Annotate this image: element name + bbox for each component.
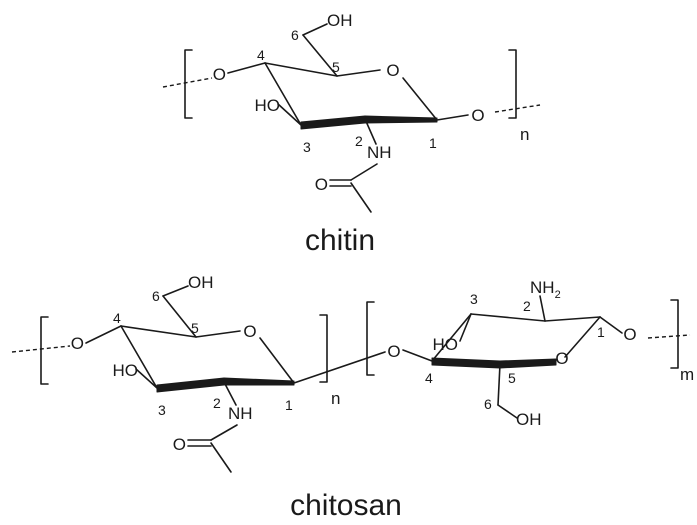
chitosan-b-carbon-3: 3 — [470, 291, 478, 307]
chitin-bond-o1-c4 — [227, 62, 266, 74]
chitosan-a-atom-ring-o: O — [243, 322, 256, 341]
chitin-repeat-n: n — [520, 125, 529, 144]
chitosan-a-bond-cco-me — [210, 442, 232, 473]
chitosan-b-atom-nh2-sub: 2 — [555, 289, 561, 301]
chitosan-bracket-a-right — [319, 314, 328, 383]
chitosan-b-bond-c1-oglyco — [599, 316, 623, 334]
chitosan-a-bond-nh-cco — [210, 424, 238, 441]
chitosan-b-bond-c3-c2 — [470, 313, 546, 322]
chitin-atom-carbonyl-o: O — [315, 175, 328, 194]
chitin-bond-oring-c1 — [402, 77, 438, 121]
chitin-bond-c2-nh — [364, 118, 377, 145]
chitosan-a-carbon-2: 2 — [213, 395, 221, 411]
chitosan-bracket-b-right — [670, 299, 679, 369]
chitin-carbon-6: 6 — [291, 27, 299, 43]
chitosan-b-atom-nh2: NH2 — [530, 278, 561, 301]
chitin-carbon-1: 1 — [429, 135, 437, 151]
chitosan-b-atom-ho-c3: HO — [433, 335, 459, 354]
chitin-chain-right — [494, 104, 541, 113]
chitin-caption: chitin — [305, 224, 375, 257]
chitin-atom-nh: NH — [367, 143, 392, 162]
chitosan-b-bond-c6-oh — [497, 404, 518, 419]
chitin-carbon-3: 3 — [303, 139, 311, 155]
chitin-chain-left — [162, 77, 213, 88]
chitin-carbon-5: 5 — [332, 59, 340, 75]
chitosan-b-wedge-c4-c5 — [431, 357, 501, 369]
chitin-bracket-right — [508, 49, 517, 119]
chitosan-b-atom-nh2-n: NH — [530, 278, 555, 297]
chitosan-b-atom-ring-o: O — [555, 349, 568, 368]
chitosan-b-carbon-2: 2 — [523, 298, 531, 314]
chitin-atom-ring-o: O — [386, 61, 399, 80]
chitin-carbon-2: 2 — [355, 133, 363, 149]
chitin-structure: O O O OH HO NH O 4 5 6 3 2 1 n — [162, 11, 541, 213]
chitosan-b-carbon-4: 4 — [425, 370, 433, 386]
chitosan-a-carbon-5: 5 — [191, 320, 199, 336]
chitin-atom-oh-c6: OH — [327, 11, 353, 30]
chitin-bond-c1-oglyco — [436, 114, 469, 121]
chitosan-b-bond-c3-oh — [459, 313, 472, 342]
chitosan-a-bond-c6-oh — [162, 285, 189, 297]
chitosan-a-carbon-1: 1 — [285, 397, 293, 413]
chitosan-a-wedge-c2-c1 — [223, 377, 295, 386]
chitosan-chain-right — [647, 334, 691, 339]
chitosan-bond-c1a-bridge — [293, 351, 386, 384]
chitin-bond-c5-c6 — [302, 34, 338, 77]
chitosan-a-repeat-n: n — [331, 389, 340, 408]
chitosan-a-carbon-4: 4 — [113, 310, 121, 326]
chitosan-a-bond-c5-oring — [195, 330, 241, 338]
chitin-bond-c5-oring — [336, 69, 381, 77]
chitosan-a-atom-glyco-o-left: O — [71, 334, 84, 353]
chitosan-a-carbon-3: 3 — [158, 402, 166, 418]
chitosan-bond-bridge-c4b — [402, 349, 433, 362]
chitosan-b-carbon-5: 5 — [508, 370, 516, 386]
chitosan-a-bond-c4-c5 — [120, 325, 197, 338]
chitin-bond-c3-oh — [277, 103, 302, 126]
chitosan-bracket-b-left — [366, 301, 375, 376]
chitosan-a-bond-c3-oh — [135, 368, 158, 389]
chitin-bond-nh-cco — [350, 163, 378, 181]
chitin-wedge-c3-c2 — [300, 115, 366, 130]
chitosan-a-atom-oh-c6: OH — [188, 273, 214, 292]
chitin-carbon-4: 4 — [257, 47, 265, 63]
chitosan-b-atom-glyco-o-right: O — [623, 325, 636, 344]
chitosan-caption: chitosan — [290, 489, 402, 522]
chitosan-b-atom-oh-c6: OH — [516, 410, 542, 429]
chitosan-a-atom-nh: NH — [228, 404, 253, 423]
chitosan-b-bond-c2-c1 — [544, 316, 601, 322]
chitosan-a-bond-c4-c3 — [120, 325, 158, 389]
chitosan-a-carbon-6: 6 — [152, 288, 160, 304]
chitin-bracket-left — [184, 49, 193, 119]
chitosan-a-atom-carbonyl-o: O — [173, 435, 186, 454]
chitosan-chain-left — [11, 345, 71, 353]
chitin-atom-glyco-o-right: O — [471, 106, 484, 125]
chitosan-b-wedge-c5-oring — [499, 358, 557, 369]
chitosan-a-bond-oring-c1 — [259, 337, 295, 384]
chitin-atom-glyco-o-left: O — [213, 65, 226, 84]
chitosan-b-bond-c2-nh2 — [539, 295, 546, 322]
chitosan-a-atom-ho-c3: HO — [113, 361, 139, 380]
chitosan-b-bond-c5-c6 — [497, 363, 501, 406]
chitosan-a-bond-o1-c4 — [85, 325, 122, 344]
chitin-bond-c4-c5 — [264, 62, 338, 77]
chitosan-a-bond-c5-c6 — [162, 295, 197, 338]
chitosan-b-carbon-6: 6 — [484, 396, 492, 412]
chitin-bond-c4-c3 — [264, 62, 302, 126]
chitosan-atom-bridge-o: O — [387, 342, 400, 361]
chitosan-b-carbon-1: 1 — [597, 324, 605, 340]
chitosan-a-wedge-c3-c2 — [156, 377, 225, 393]
chitin-bond-c6-oh — [302, 23, 328, 36]
chitin-wedge-c2-c1 — [364, 115, 438, 124]
chitosan-b-bond-c1-oring — [564, 316, 601, 358]
chitosan-a-bond-c2-nh — [223, 381, 237, 406]
chitosan-structure: O O OH HO NH O 4 5 6 3 2 1 n O HO NH2 O … — [11, 273, 694, 473]
chitin-bond-cco-me — [350, 182, 372, 213]
chitosan-b-repeat-m: m — [680, 365, 694, 384]
chitin-atom-ho-c3: HO — [255, 96, 281, 115]
chitosan-bracket-a-left — [40, 316, 49, 385]
chitosan-b-bond-c4-c3 — [431, 313, 472, 362]
